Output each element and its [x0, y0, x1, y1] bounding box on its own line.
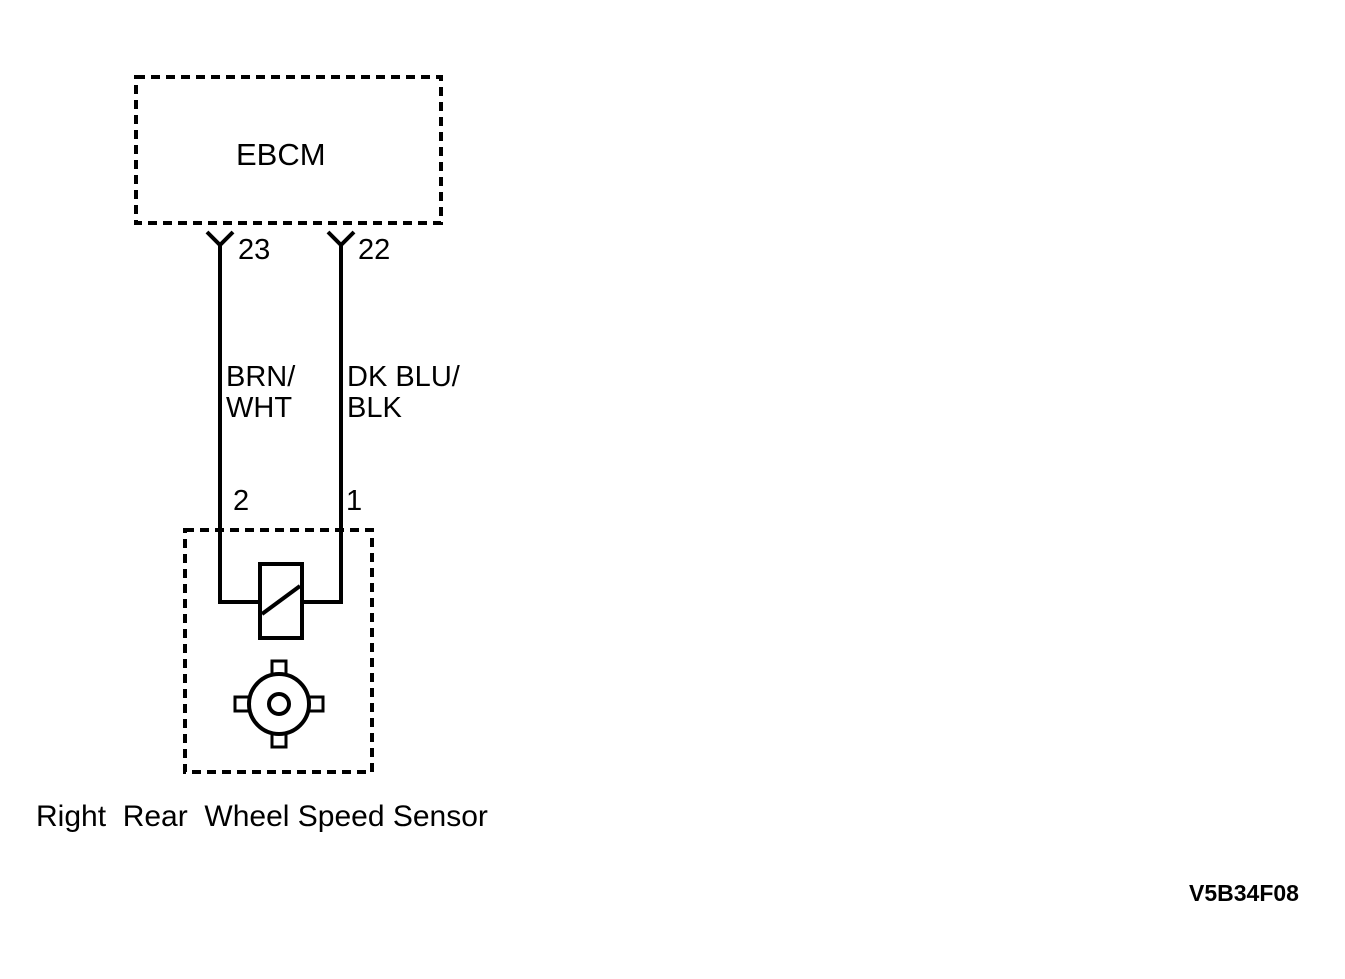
ebcm-module-outline	[134, 75, 443, 225]
tone-wheel-icon	[233, 659, 325, 749]
wire-color-line1: DK BLU/	[347, 361, 460, 393]
sensor-pin-label-1: 1	[346, 485, 363, 517]
wire-color-line2: WHT	[226, 392, 293, 424]
wire-brn-wht	[218, 245, 260, 604]
ebcm-pin-23-connector	[205, 230, 235, 248]
figure-code: V5B34F08	[1189, 880, 1299, 906]
ebcm-pin-22-connector	[326, 230, 356, 248]
ebcm-pin-label-22: 22	[358, 234, 391, 266]
sensor-pin-label-2: 2	[233, 485, 250, 517]
wire-color-line1: BRN/	[226, 361, 296, 393]
ebcm-pin-label-23: 23	[238, 234, 271, 266]
wire-label-dk-blu-blk: DK BLU/ BLK	[347, 362, 460, 424]
sensor-outline	[183, 528, 374, 774]
sensor-caption: Right Rear Wheel Speed Sensor	[36, 800, 488, 833]
ebcm-label: EBCM	[236, 137, 326, 172]
sensor-coil-slash	[260, 584, 302, 616]
wire-label-brn-wht: BRN/ WHT	[226, 362, 295, 424]
wire-dk-blu-blk	[302, 245, 343, 604]
wire-color-line2: BLK	[347, 392, 402, 424]
